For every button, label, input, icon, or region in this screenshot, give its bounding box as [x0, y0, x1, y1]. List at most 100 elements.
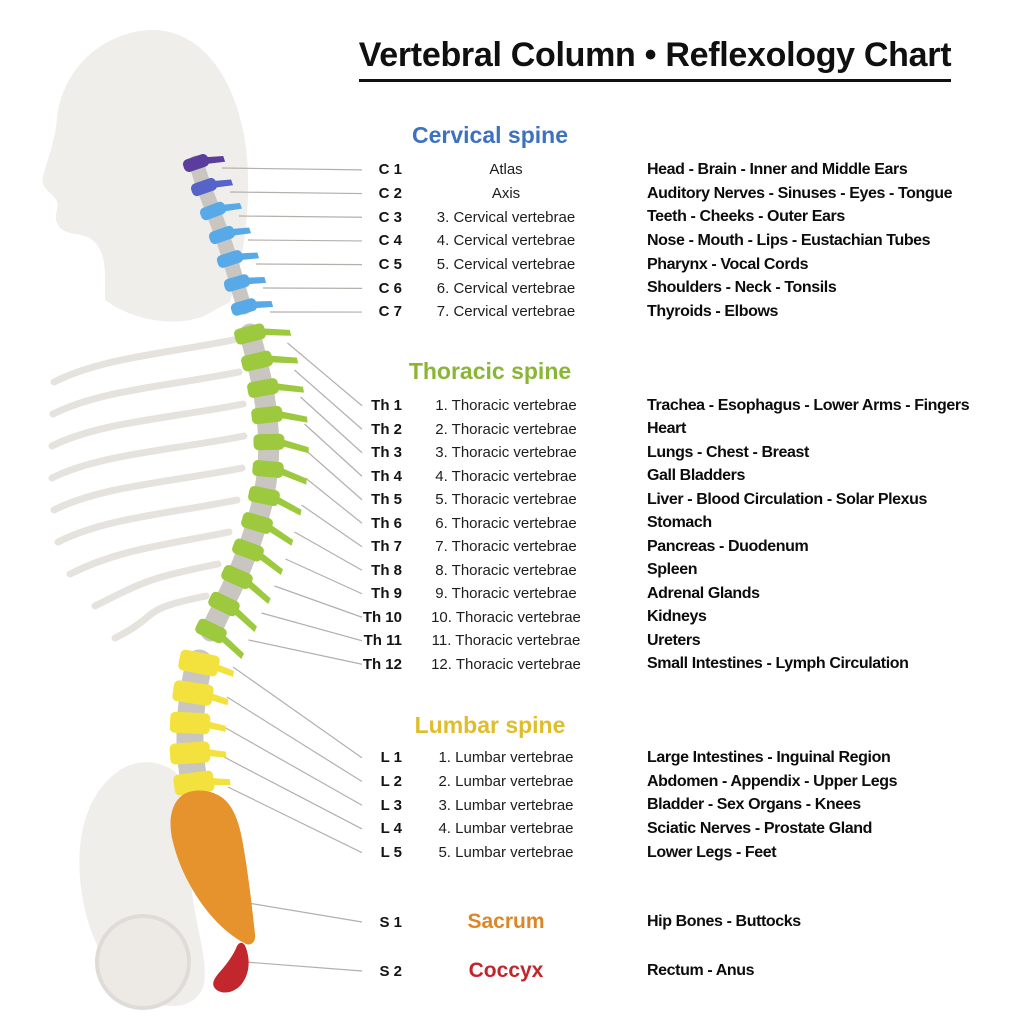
row-th10: Th 10 10. Thoracic vertebrae Kidneys [340, 606, 1020, 630]
vertebra-code: Th 2 [371, 420, 402, 438]
lumbar-vertebra [172, 680, 229, 706]
vertebra-code: Th 10 [362, 608, 402, 626]
vertebra-code: Th 12 [362, 655, 402, 673]
rib-cage [48, 336, 248, 642]
coccyx-graphic [213, 942, 249, 993]
cervical-vertebra [223, 274, 267, 292]
vertebra-code: Th 6 [371, 514, 402, 532]
thoracic-rows: Th 1 1. Thoracic vertebrae Trachea - Esoph… [340, 394, 1020, 676]
cervical-heading: Cervical spine [412, 122, 568, 148]
vertebra-name: Atlas [489, 161, 523, 179]
vertebra-name: 3. Cervical vertebrae [436, 208, 576, 226]
row-l1: L 1 1. Lumbar vertebrae Large Intestines -… [340, 746, 1020, 770]
vertebra-name: 8. Thoracic vertebrae [435, 561, 577, 579]
thoracic-vertebra [247, 378, 305, 398]
vertebra-name: 10. Thoracic vertebrae [431, 608, 581, 626]
thoracic-vertebra [241, 350, 299, 372]
reflex-zones: Kidneys [647, 608, 707, 626]
vertebra-name: 1. Lumbar vertebrae [438, 749, 574, 767]
hip-joint-silhouette [95, 914, 191, 1010]
reflex-zones: Trachea - Esophagus - Lower Arms - Finge… [647, 396, 970, 414]
vertebra-code: Th 3 [371, 444, 402, 462]
reflex-zones: Head - Brain - Inner and Middle Ears [647, 160, 908, 178]
vertebra-code: L 2 [380, 773, 402, 791]
thoracic-vertebra [221, 564, 271, 605]
vertebra-code: Th 1 [371, 397, 402, 415]
cervical-vertebra [230, 298, 274, 316]
thoracic-vertebra [248, 485, 302, 516]
sacrum-graphic [170, 790, 256, 945]
vertebra-code: L 3 [380, 796, 402, 814]
reflex-zones: Sciatic Nerves - Prostate Gland [647, 819, 873, 837]
vertebra-name: 3. Lumbar vertebrae [438, 796, 574, 814]
vertebra-code: L 4 [380, 820, 402, 838]
reflex-zones: Adrenal Glands [647, 584, 760, 602]
thoracic-vertebra [241, 512, 294, 546]
vertebra-code: Th 5 [371, 491, 402, 509]
row-l3: L 3 3. Lumbar vertebrae Bladder - Sex Orga… [340, 793, 1020, 817]
reflex-zones: Lower Legs - Feet [647, 843, 777, 861]
thoracic-vertebra [253, 433, 309, 454]
thoracic-vertebra [195, 618, 244, 659]
thoracic-vertebra [232, 538, 283, 575]
reflex-zones: Gall Bladders [647, 467, 745, 485]
vertebra-code: S 2 [379, 962, 402, 980]
lumbar-vertebra [173, 770, 231, 796]
reflex-zones: Liver - Blood Circulation - Solar Plexus [647, 490, 928, 508]
cervical-vertebra [208, 225, 252, 245]
vertebra-name: 6. Thoracic vertebrae [435, 514, 577, 532]
vertebra-code: Th 8 [371, 561, 402, 579]
vertebra-name: 5. Thoracic vertebrae [435, 491, 577, 509]
vertebra-code: L 1 [380, 749, 402, 767]
vertebra-name: 7. Thoracic vertebrae [435, 538, 577, 556]
vertebra-code: C 1 [378, 161, 402, 179]
thoracic-vertebra [252, 460, 307, 485]
vertebra-name: 4. Thoracic vertebrae [435, 467, 577, 485]
row-c1: C 1 Atlas Head - Brain - Inner and Middle … [340, 158, 1020, 182]
row-th1: Th 1 1. Thoracic vertebrae Trachea - Esoph… [340, 394, 1020, 418]
vertebra-name: 2. Lumbar vertebrae [438, 773, 574, 791]
reflex-zones: Large Intestines - Inguinal Region [647, 748, 891, 766]
vertebra-name: 1. Thoracic vertebrae [435, 397, 577, 415]
vertebra-name: 5. Cervical vertebrae [436, 256, 576, 274]
reflex-zones: Pharynx - Vocal Cords [647, 255, 809, 273]
cervical-vertebra [182, 154, 226, 172]
reflex-zones: Ureters [647, 631, 701, 649]
vertebra-name: 9. Thoracic vertebrae [435, 585, 577, 603]
reflex-zones: Auditory Nerves - Sinuses - Eyes - Tongu… [647, 184, 953, 202]
vertebra-name: 4. Cervical vertebrae [436, 232, 576, 250]
cervical-rows: C 1 Atlas Head - Brain - Inner and Middle … [340, 158, 1020, 324]
reflex-zones: Lungs - Chest - Breast [647, 443, 809, 461]
vertebra-name: Sacrum [467, 910, 545, 933]
reflex-zones: Bladder - Sex Organs - Knees [647, 796, 861, 814]
reflex-zones: Pancreas - Duodenum [647, 537, 809, 555]
lumbar-vertebra [169, 741, 227, 765]
vertebra-code: C 7 [378, 303, 402, 321]
thoracic-vertebra [251, 405, 308, 425]
vertebra-code: Th 11 [363, 632, 402, 650]
vertebra-code: Th 9 [371, 585, 402, 603]
lumbar-rows: L 1 1. Lumbar vertebrae Large Intestines -… [340, 746, 1020, 864]
cervical-vertebra [216, 250, 260, 268]
reflex-zones: Shoulders - Neck - Tonsils [647, 279, 837, 297]
lumbar-vertebra [169, 711, 226, 735]
cervical-vertebra [190, 177, 234, 197]
reflex-zones: Hip Bones - Buttocks [647, 913, 801, 930]
page-title: Vertebral Column • Reflexology Chart [300, 36, 1010, 82]
vertebra-name: 2. Thoracic vertebrae [435, 420, 577, 438]
vertebra-name: Axis [491, 185, 521, 203]
skull-silhouette [42, 29, 249, 322]
